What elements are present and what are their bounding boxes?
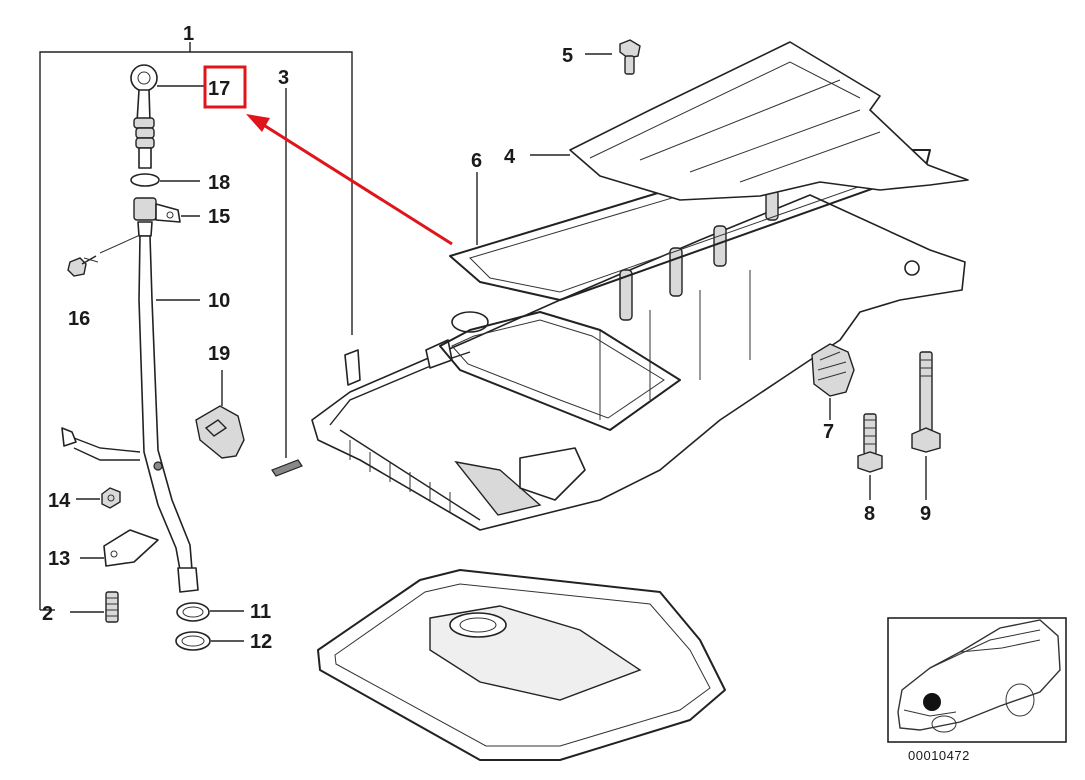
vehicle-locator-inset	[887, 617, 1067, 743]
stud-3	[271, 88, 303, 477]
callout-17: 17	[208, 78, 230, 100]
bolt-8	[857, 413, 883, 500]
callout-15: 15	[208, 206, 230, 228]
bracket-13	[80, 529, 159, 567]
bolt-16	[67, 234, 141, 277]
callout-14: 14	[48, 490, 71, 512]
rubber-mount-19	[195, 370, 245, 459]
callout-10: 10	[208, 290, 230, 312]
drain-plug-7	[811, 343, 855, 420]
callout-3: 3	[278, 67, 289, 89]
seal-ring-11	[176, 602, 244, 622]
bolt-9	[911, 351, 941, 500]
callout-4: 4	[504, 146, 516, 168]
tube-clamp	[61, 427, 141, 461]
callout-8: 8	[864, 503, 875, 525]
callout-2: 2	[42, 603, 53, 625]
callout-12: 12	[250, 631, 272, 653]
bolt-5	[585, 39, 641, 75]
highlight-box	[203, 65, 247, 109]
o-ring-18	[130, 173, 200, 187]
callout-7: 7	[823, 421, 834, 443]
callout-18: 18	[208, 172, 230, 194]
callout-11: 11	[250, 601, 271, 623]
callout-labels: 1 2 3 4 5 6 7 8 9 10 11 12 13 14 15 16 1…	[42, 23, 970, 763]
guide-tube	[133, 197, 200, 593]
baffle-plate-4	[530, 41, 969, 201]
oil-pan-lower	[317, 569, 726, 761]
callout-13: 13	[48, 548, 70, 570]
callout-1: 1	[183, 23, 194, 45]
stud-2	[70, 591, 119, 623]
callout-16: 16	[68, 308, 90, 330]
highlight-arrow	[246, 114, 453, 246]
callout-19: 19	[208, 343, 230, 365]
callout-6: 6	[471, 150, 482, 172]
dipstick-handle	[130, 64, 205, 169]
location-marker	[923, 693, 941, 711]
nut-14	[76, 487, 121, 509]
seal-ring-12	[175, 631, 244, 651]
assembly-bracket	[39, 42, 353, 611]
oil-pan-upper	[311, 189, 966, 531]
callout-5: 5	[562, 45, 573, 67]
callout-9: 9	[920, 503, 931, 525]
diagram-code: 00010472	[908, 748, 970, 763]
